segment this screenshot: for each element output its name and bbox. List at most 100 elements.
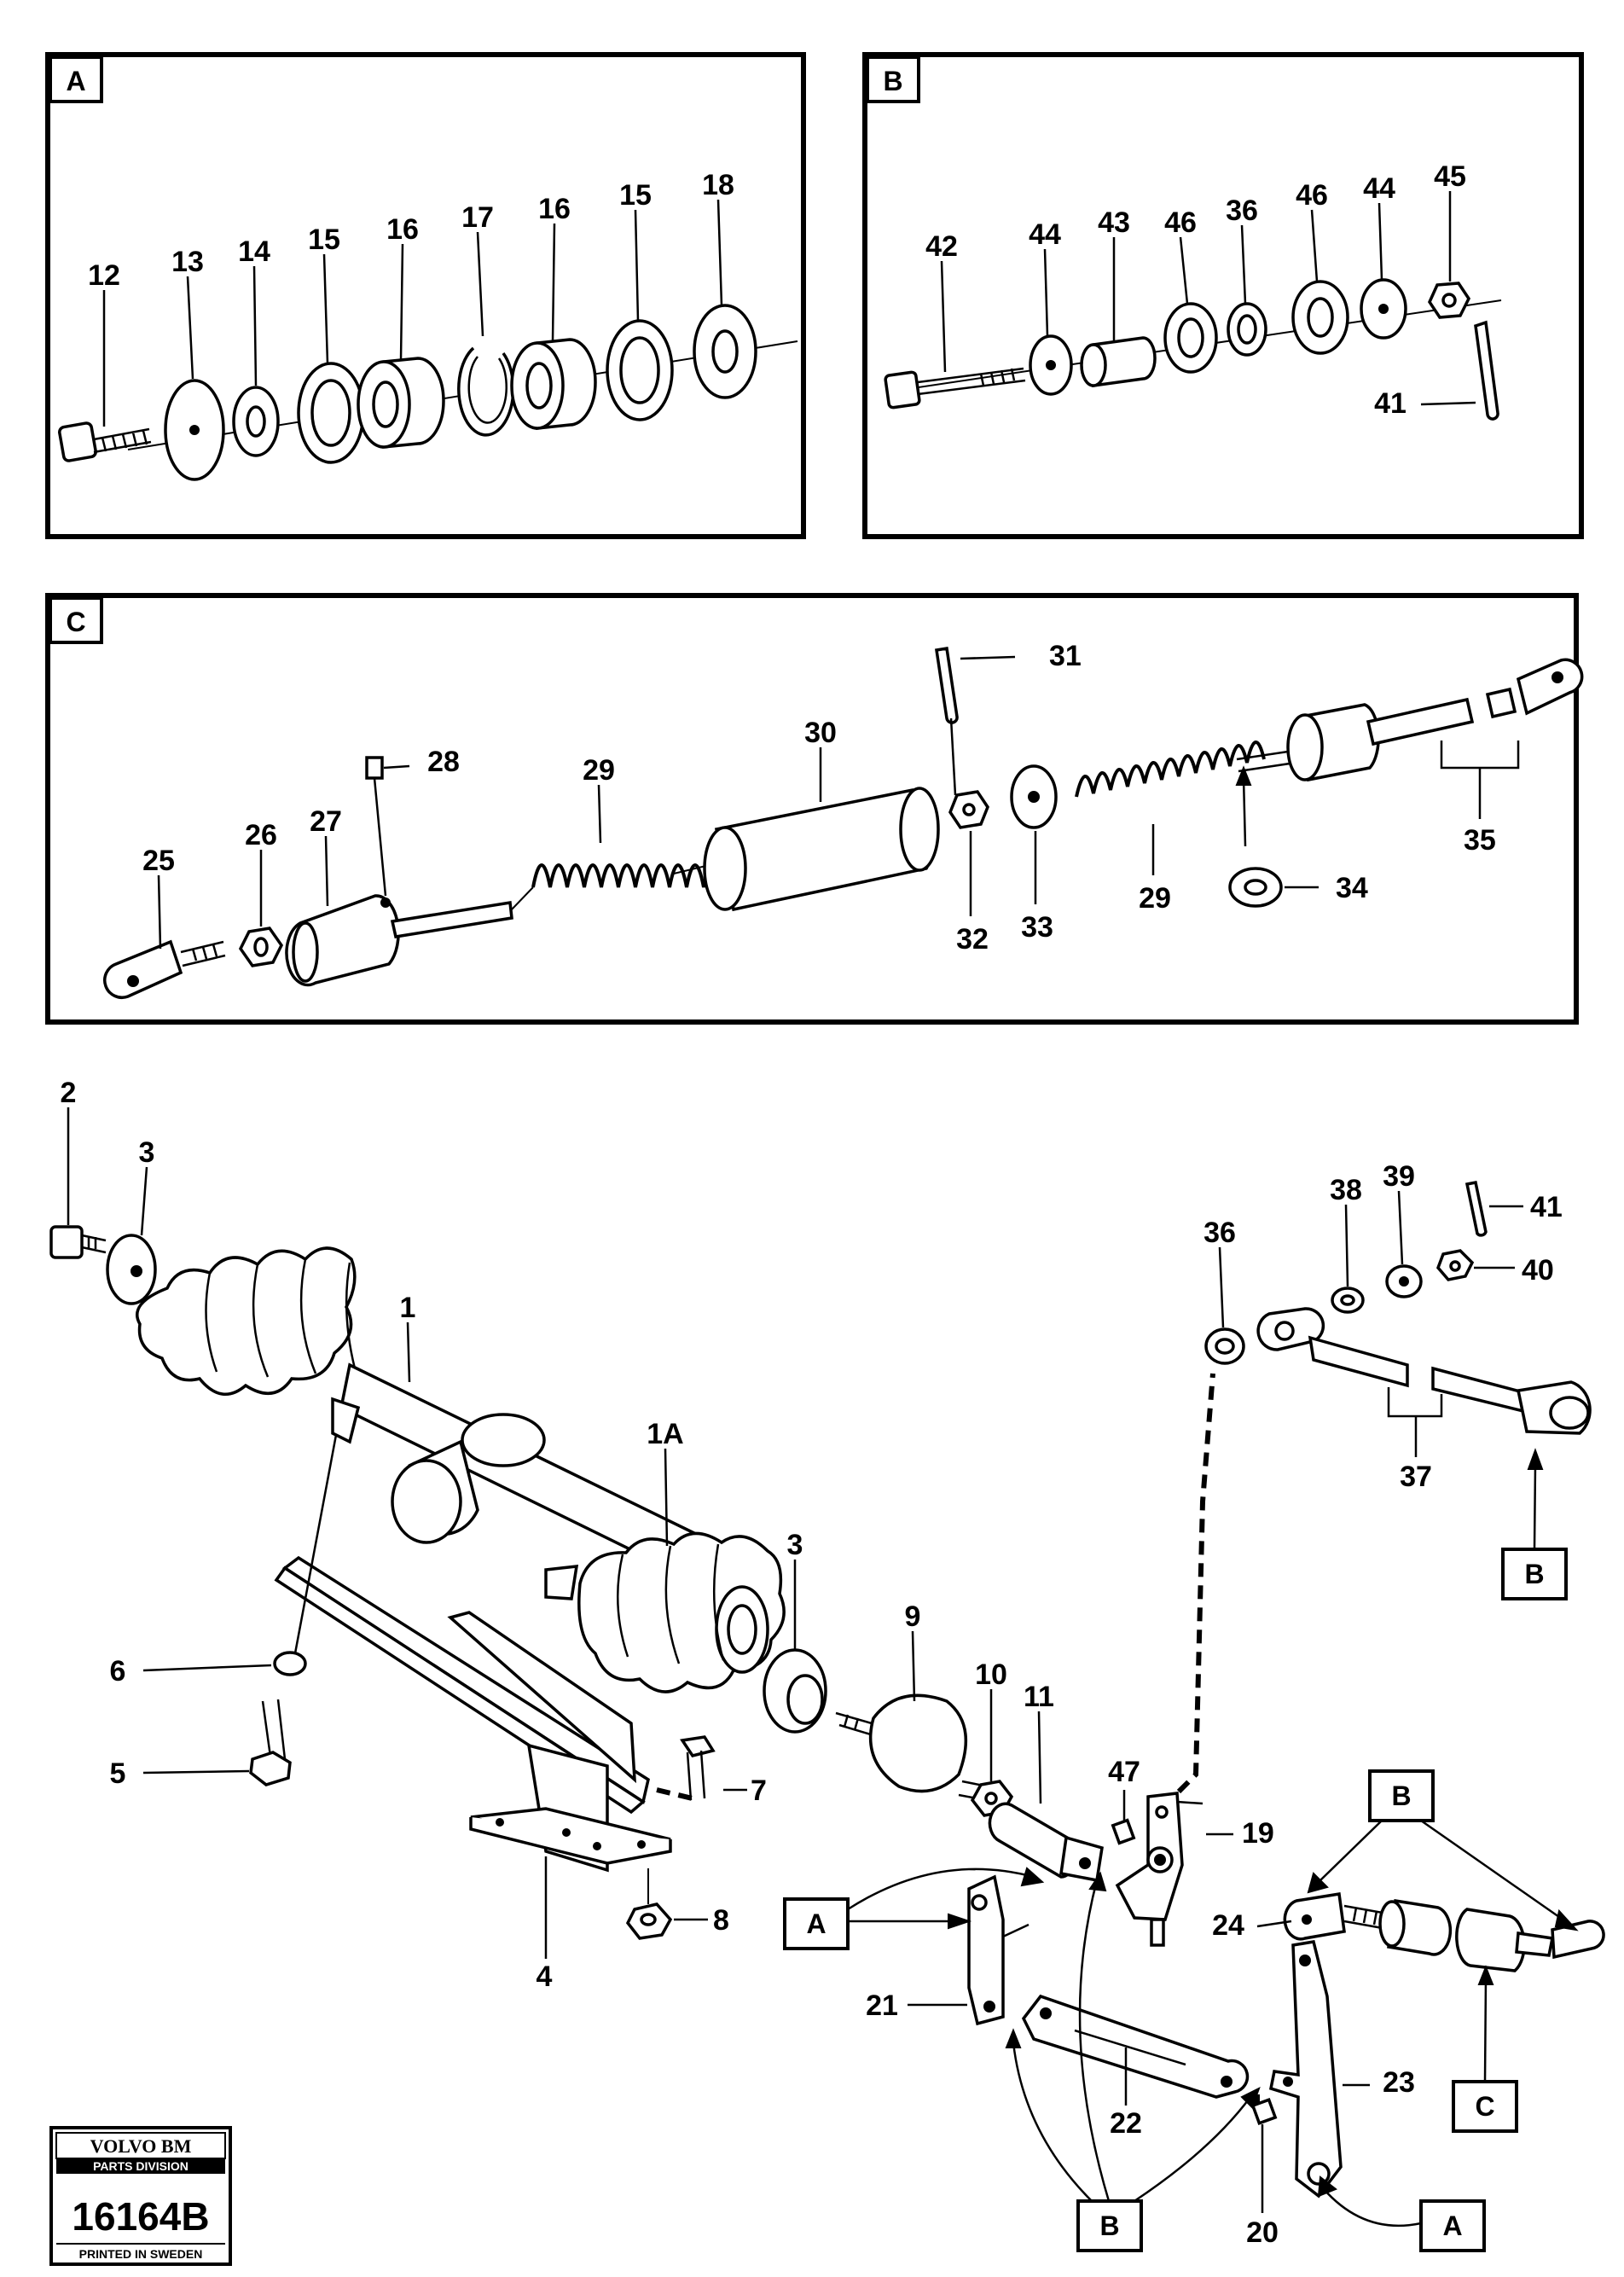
- part-46-seal: [1163, 302, 1218, 374]
- label-45: 45: [1434, 160, 1466, 193]
- label-5: 5: [110, 1757, 126, 1790]
- label-37: 37: [1400, 1461, 1432, 1493]
- stamp-number: 16164B: [72, 2194, 209, 2239]
- panel-a: A: [45, 52, 806, 539]
- label-18: 18: [702, 169, 734, 201]
- label-43: 43: [1098, 206, 1130, 239]
- label-41b: 41: [1530, 1191, 1563, 1223]
- callout-a-1-box: [783, 1897, 850, 1950]
- part-8-nut: [625, 1868, 673, 1940]
- part-45-nut: [1428, 282, 1471, 319]
- callout-b-1: B: [1524, 1559, 1544, 1589]
- part-16-bearing-2: [510, 338, 597, 430]
- part-36-bush: [1204, 1327, 1245, 1365]
- part-29-spring-2: [1075, 741, 1266, 798]
- panel-b: B: [862, 52, 1584, 539]
- part-1-steering-rack: [136, 1246, 702, 1600]
- label-3: 3: [139, 1136, 155, 1169]
- part-24-clevis: [1283, 1891, 1453, 1956]
- callout-a-2: A: [1442, 2210, 1462, 2241]
- part-40-nut: [1436, 1249, 1475, 1281]
- label-38: 38: [1330, 1174, 1362, 1206]
- label-21: 21: [866, 1989, 898, 2022]
- label-14: 14: [238, 235, 270, 268]
- callout-c-box: [1452, 2080, 1518, 2133]
- part-7-bolt: [656, 1735, 716, 1803]
- part-46-seal-2: [1291, 280, 1349, 355]
- main-assembly: B A B B C A 2 3 1 1A 3 9 10: [49, 1077, 1605, 2252]
- part-29-spring: [511, 863, 722, 910]
- label-22: 22: [1110, 2107, 1142, 2140]
- part-36-bushing: [1227, 302, 1267, 357]
- label-25: 25: [142, 845, 175, 877]
- part-34-washer: [1228, 765, 1319, 908]
- label-10: 10: [975, 1658, 1007, 1691]
- callout-b-1-arrow: [1527, 1448, 1544, 1470]
- part-42-bolt: [884, 367, 1026, 410]
- panel-c-frame: [45, 593, 1579, 1025]
- panel-a-tag-box: [49, 55, 103, 103]
- label-29: 29: [583, 754, 615, 787]
- label-13: 13: [171, 246, 204, 278]
- label-16: 16: [386, 213, 419, 246]
- label-32: 32: [956, 923, 989, 956]
- part-22-link: [1021, 1994, 1250, 2099]
- label-3b: 3: [787, 1529, 803, 1561]
- part-23-lever: [1268, 1940, 1343, 2199]
- part-12-bolt: [58, 421, 152, 462]
- label-7: 7: [751, 1775, 767, 1807]
- part-13-plate: [164, 379, 225, 481]
- callout-c: C: [1475, 2091, 1494, 2122]
- part-17-snap-ring: [457, 346, 515, 437]
- label-1a: 1A: [647, 1418, 683, 1450]
- part-27-piston: [285, 894, 513, 987]
- part-47-nipple: [1111, 1790, 1136, 1845]
- panel-a-tag: A: [66, 66, 85, 96]
- label-24: 24: [1212, 1909, 1244, 1942]
- label-28: 28: [427, 746, 460, 778]
- part-4-bracket: [274, 1555, 672, 1873]
- part-30-tube: [703, 787, 940, 912]
- label-15b: 15: [619, 179, 652, 212]
- part-31-split-pin: [935, 646, 1016, 796]
- stamp-brand: VOLVO BM: [90, 2135, 192, 2157]
- volvo-parts-stamp: VOLVO BM PARTS DIVISION 16164B PRINTED I…: [49, 2126, 232, 2266]
- callout-b-2-box: [1368, 1769, 1435, 1822]
- label-26: 26: [245, 819, 277, 851]
- part-28-nipple: [365, 756, 410, 897]
- panel-c-tag-box: [49, 596, 103, 644]
- label-33: 33: [1021, 911, 1053, 944]
- part-19-arm: [1115, 1792, 1204, 1947]
- label-40: 40: [1522, 1254, 1554, 1287]
- part-44-washer-2: [1360, 278, 1407, 340]
- label-20: 20: [1246, 2216, 1279, 2249]
- part-43-bush: [1080, 336, 1157, 388]
- label-35: 35: [1464, 824, 1496, 857]
- label-44: 44: [1029, 218, 1061, 251]
- part-16-bearing: [357, 357, 445, 449]
- label-4: 4: [536, 1960, 553, 1993]
- part-41-split-pin: [1474, 320, 1499, 421]
- stamp-footer: PRINTED IN SWEDEN: [79, 2247, 203, 2261]
- label-23: 23: [1383, 2066, 1415, 2099]
- label-1: 1: [400, 1292, 416, 1324]
- label-12: 12: [88, 259, 120, 292]
- label-31: 31: [1049, 640, 1082, 672]
- label-34: 34: [1336, 872, 1368, 904]
- label-11: 11: [1024, 1681, 1054, 1713]
- part-15-ring: [297, 362, 365, 464]
- label-44b: 44: [1363, 172, 1395, 205]
- part-3-washer: [106, 1234, 157, 1305]
- part-37-link-rod: [1256, 1307, 1592, 1457]
- part-32-nut: [948, 790, 989, 829]
- part-9-ball-joint: [835, 1693, 989, 1802]
- panel-c-tag: C: [66, 607, 85, 637]
- callout-b-1-box: [1501, 1548, 1568, 1600]
- label-16b: 16: [538, 193, 571, 225]
- panel-b-tag: B: [883, 66, 902, 96]
- part-33-washer: [1010, 764, 1058, 829]
- label-27: 27: [310, 805, 342, 838]
- label-42: 42: [925, 230, 958, 263]
- label-8: 8: [713, 1904, 729, 1937]
- part-38-washer: [1331, 1287, 1365, 1314]
